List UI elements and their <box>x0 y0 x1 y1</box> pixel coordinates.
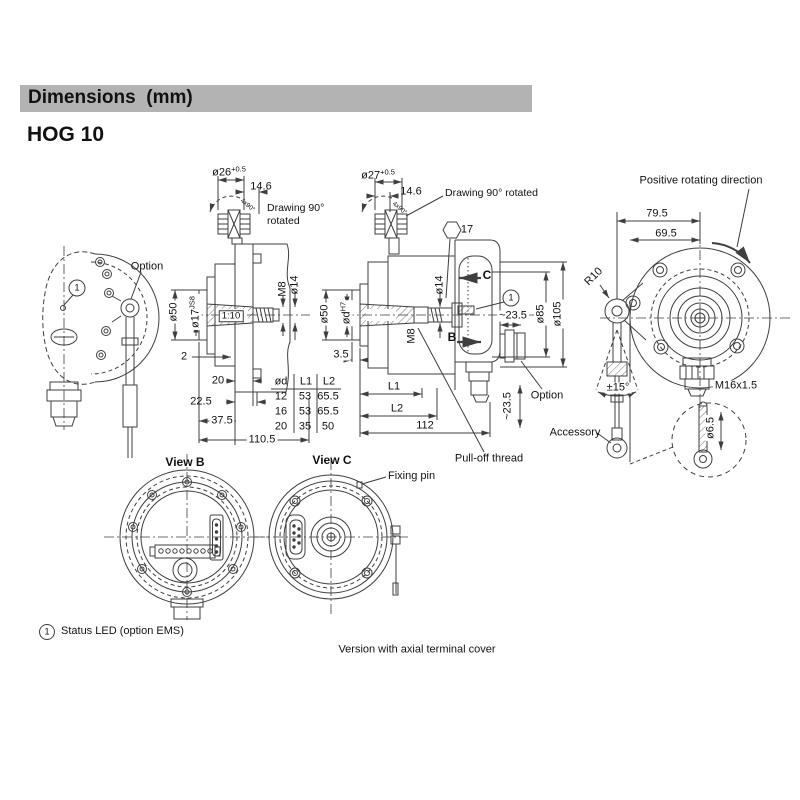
table-cell: 65.5 <box>317 390 339 403</box>
table-cell: 53 <box>298 405 312 418</box>
fv-dim-79-5: 79.5 <box>644 207 670 220</box>
sv2-dim-total: 112 <box>414 419 436 432</box>
table-cell: 35 <box>298 420 312 433</box>
version-caption: Version with axial terminal cover <box>338 643 496 656</box>
fv-dim-69-5: 69.5 <box>653 227 679 240</box>
sv2-thread: M8 <box>405 328 418 344</box>
sv2-bore-dia: ødH7 <box>338 299 353 327</box>
view-c-drawing <box>255 460 408 614</box>
table-cell: 65.5 <box>317 405 339 418</box>
sv2-dim-l2: L2 <box>388 402 406 415</box>
sv2-connector-dia-value: ø27 <box>361 169 381 182</box>
sv1-rotated-note-line1: Drawing 90° <box>267 202 325 214</box>
sv2-pull-off-thread-label: Pull-off thread <box>454 452 524 465</box>
side-view-drawing <box>42 246 160 458</box>
table-header-d: ød <box>274 375 288 388</box>
section-view-2-drawing <box>322 178 567 453</box>
side-view-torque-bracket <box>111 295 140 458</box>
sv1-connector-depth: 14.6 <box>250 180 272 193</box>
side-view-option-label: Option <box>130 260 164 273</box>
view-b-title: View B <box>165 455 205 469</box>
footnote-text: Status LED (option EMS) <box>61 625 184 637</box>
sv1-shaft-dia: ø17JS8 <box>187 294 202 330</box>
sv1-dim-total: 110.5 <box>246 433 278 446</box>
sv1-thread: M8 <box>276 281 289 297</box>
view-c-screws <box>289 495 373 579</box>
sv2-bore-dia-value: ød <box>340 311 353 325</box>
sv2-dim-gland: ~23.5 <box>501 390 514 422</box>
fv-swing-angle: ±15° <box>604 381 632 394</box>
fv-rotation-note: Positive rotating direction <box>639 174 763 187</box>
sv1-shaft-dia-value: ø17 <box>189 308 202 328</box>
sv2-flange-dia: ø50 <box>318 302 331 326</box>
front-view-drawing <box>595 188 790 478</box>
sv1-shaft-dia-tol: JS8 <box>187 296 197 309</box>
sv2-housing-dia: ø85 <box>534 302 547 326</box>
sv1-dim-22-5: 22.5 <box>190 395 212 408</box>
sv2-view-b-marker: B <box>447 330 457 344</box>
view-b-drawing <box>104 454 270 620</box>
sv1-tip-dia: ø14 <box>288 275 301 295</box>
table-cell: 16 <box>274 405 288 418</box>
sv2-hex-size: 17 <box>460 223 474 236</box>
sv2-callout-1: 1 <box>508 292 514 303</box>
table-cell: 20 <box>274 420 288 433</box>
sv2-dim-l1: L1 <box>385 380 403 393</box>
side-view-callout-1: 1 <box>74 282 80 293</box>
table-cell: 50 <box>321 420 335 433</box>
sv2-bore-dia-tol: H7 <box>338 301 348 312</box>
sv2-connector-dia-tol: +0.5 <box>380 167 395 177</box>
table-header-l1: L1 <box>299 375 313 388</box>
sv2-dim-3-5: 3.5 <box>331 348 351 361</box>
sv1-dim-37-5: 37.5 <box>209 414 235 427</box>
sv2-rotated-note: Drawing 90° rotated <box>445 187 538 199</box>
sv1-dim-20: 20 <box>211 374 225 387</box>
table-header-l2: L2 <box>322 375 336 388</box>
shaft-table-rules <box>271 374 341 433</box>
sv1-flange-dia: ø50 <box>167 300 180 324</box>
fv-gland-thread: M16x1.5 <box>712 379 760 392</box>
view-c-fixing-pin-label: Fixing pin <box>388 470 436 482</box>
sv2-dim-led: ~23.5 <box>497 309 529 322</box>
sv1-connector-dia: ø26+0.5 <box>212 164 246 179</box>
sv2-tip-dia: ø14 <box>433 275 446 295</box>
fv-pin-dia: ø6.5 <box>704 414 717 442</box>
sv1-connector-dia-tol: +0.5 <box>231 164 246 174</box>
view-b-screws <box>128 477 246 597</box>
page-title: Dimensions (mm) <box>28 87 193 108</box>
sv1-taper-ratio: 1:10 <box>218 310 244 322</box>
table-cell: 53 <box>298 390 312 403</box>
view-c-title: View C <box>312 453 352 467</box>
sv2-option-label: Option <box>530 389 564 402</box>
sv2-connector-dia: ø27+0.5 <box>361 167 395 182</box>
table-cell: 12 <box>274 390 288 403</box>
sv1-rotated-note-line2: rotated <box>267 215 300 227</box>
footnote-callout: 1 <box>44 626 50 637</box>
footnote-callout-circle <box>39 624 55 640</box>
section-header-bar: Dimensions (mm) <box>20 85 532 112</box>
side-view-screws <box>95 257 114 360</box>
fv-accessory-label: Accessory <box>549 426 601 439</box>
sv2-connector-depth: 14.6 <box>400 185 422 198</box>
sv1-dim-plate: 2 <box>180 350 188 363</box>
sv1-connector-dia-value: ø26 <box>212 166 232 179</box>
sv2-outer-dia: ø105 <box>551 299 564 329</box>
sv2-view-c-marker: C <box>482 268 492 282</box>
product-model: HOG 10 <box>27 123 105 146</box>
